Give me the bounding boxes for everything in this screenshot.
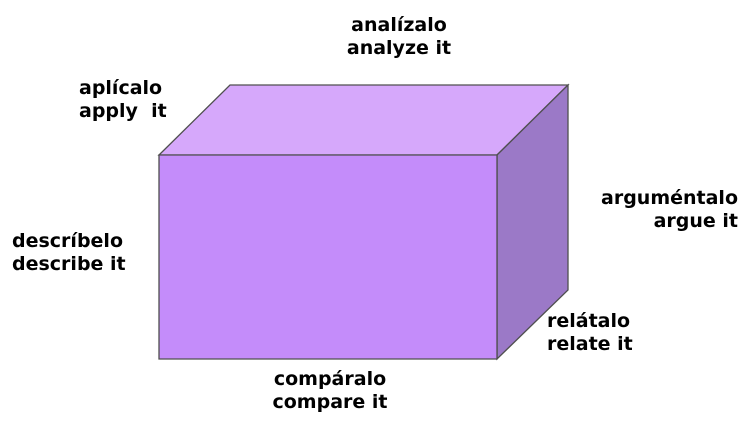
label-analyze: analízalo analyze it [321,14,477,60]
label-compare: compáralo compare it [248,368,412,414]
label-compare-spanish: compáralo [273,368,387,390]
label-compare-english: compare it [272,391,388,413]
label-relate-english: relate it [547,333,633,355]
label-argue-english: argue it [653,210,738,232]
label-apply: aplícalo apply it [79,77,167,123]
label-describe-spanish: descríbelo [12,230,123,252]
label-relate: relátalo relate it [547,310,633,356]
label-analyze-english: analyze it [346,37,452,59]
label-apply-english: apply it [79,100,167,122]
label-argue: arguméntalo argue it [576,187,738,233]
label-describe-english: describe it [12,253,126,275]
label-analyze-spanish: analízalo [351,14,447,36]
label-argue-spanish: arguméntalo [601,187,738,209]
label-describe: descríbelo describe it [12,230,126,276]
label-apply-spanish: aplícalo [79,77,163,99]
label-relate-spanish: relátalo [547,310,631,332]
cube-front-face [158,154,498,360]
cube-top-face [157,84,570,156]
